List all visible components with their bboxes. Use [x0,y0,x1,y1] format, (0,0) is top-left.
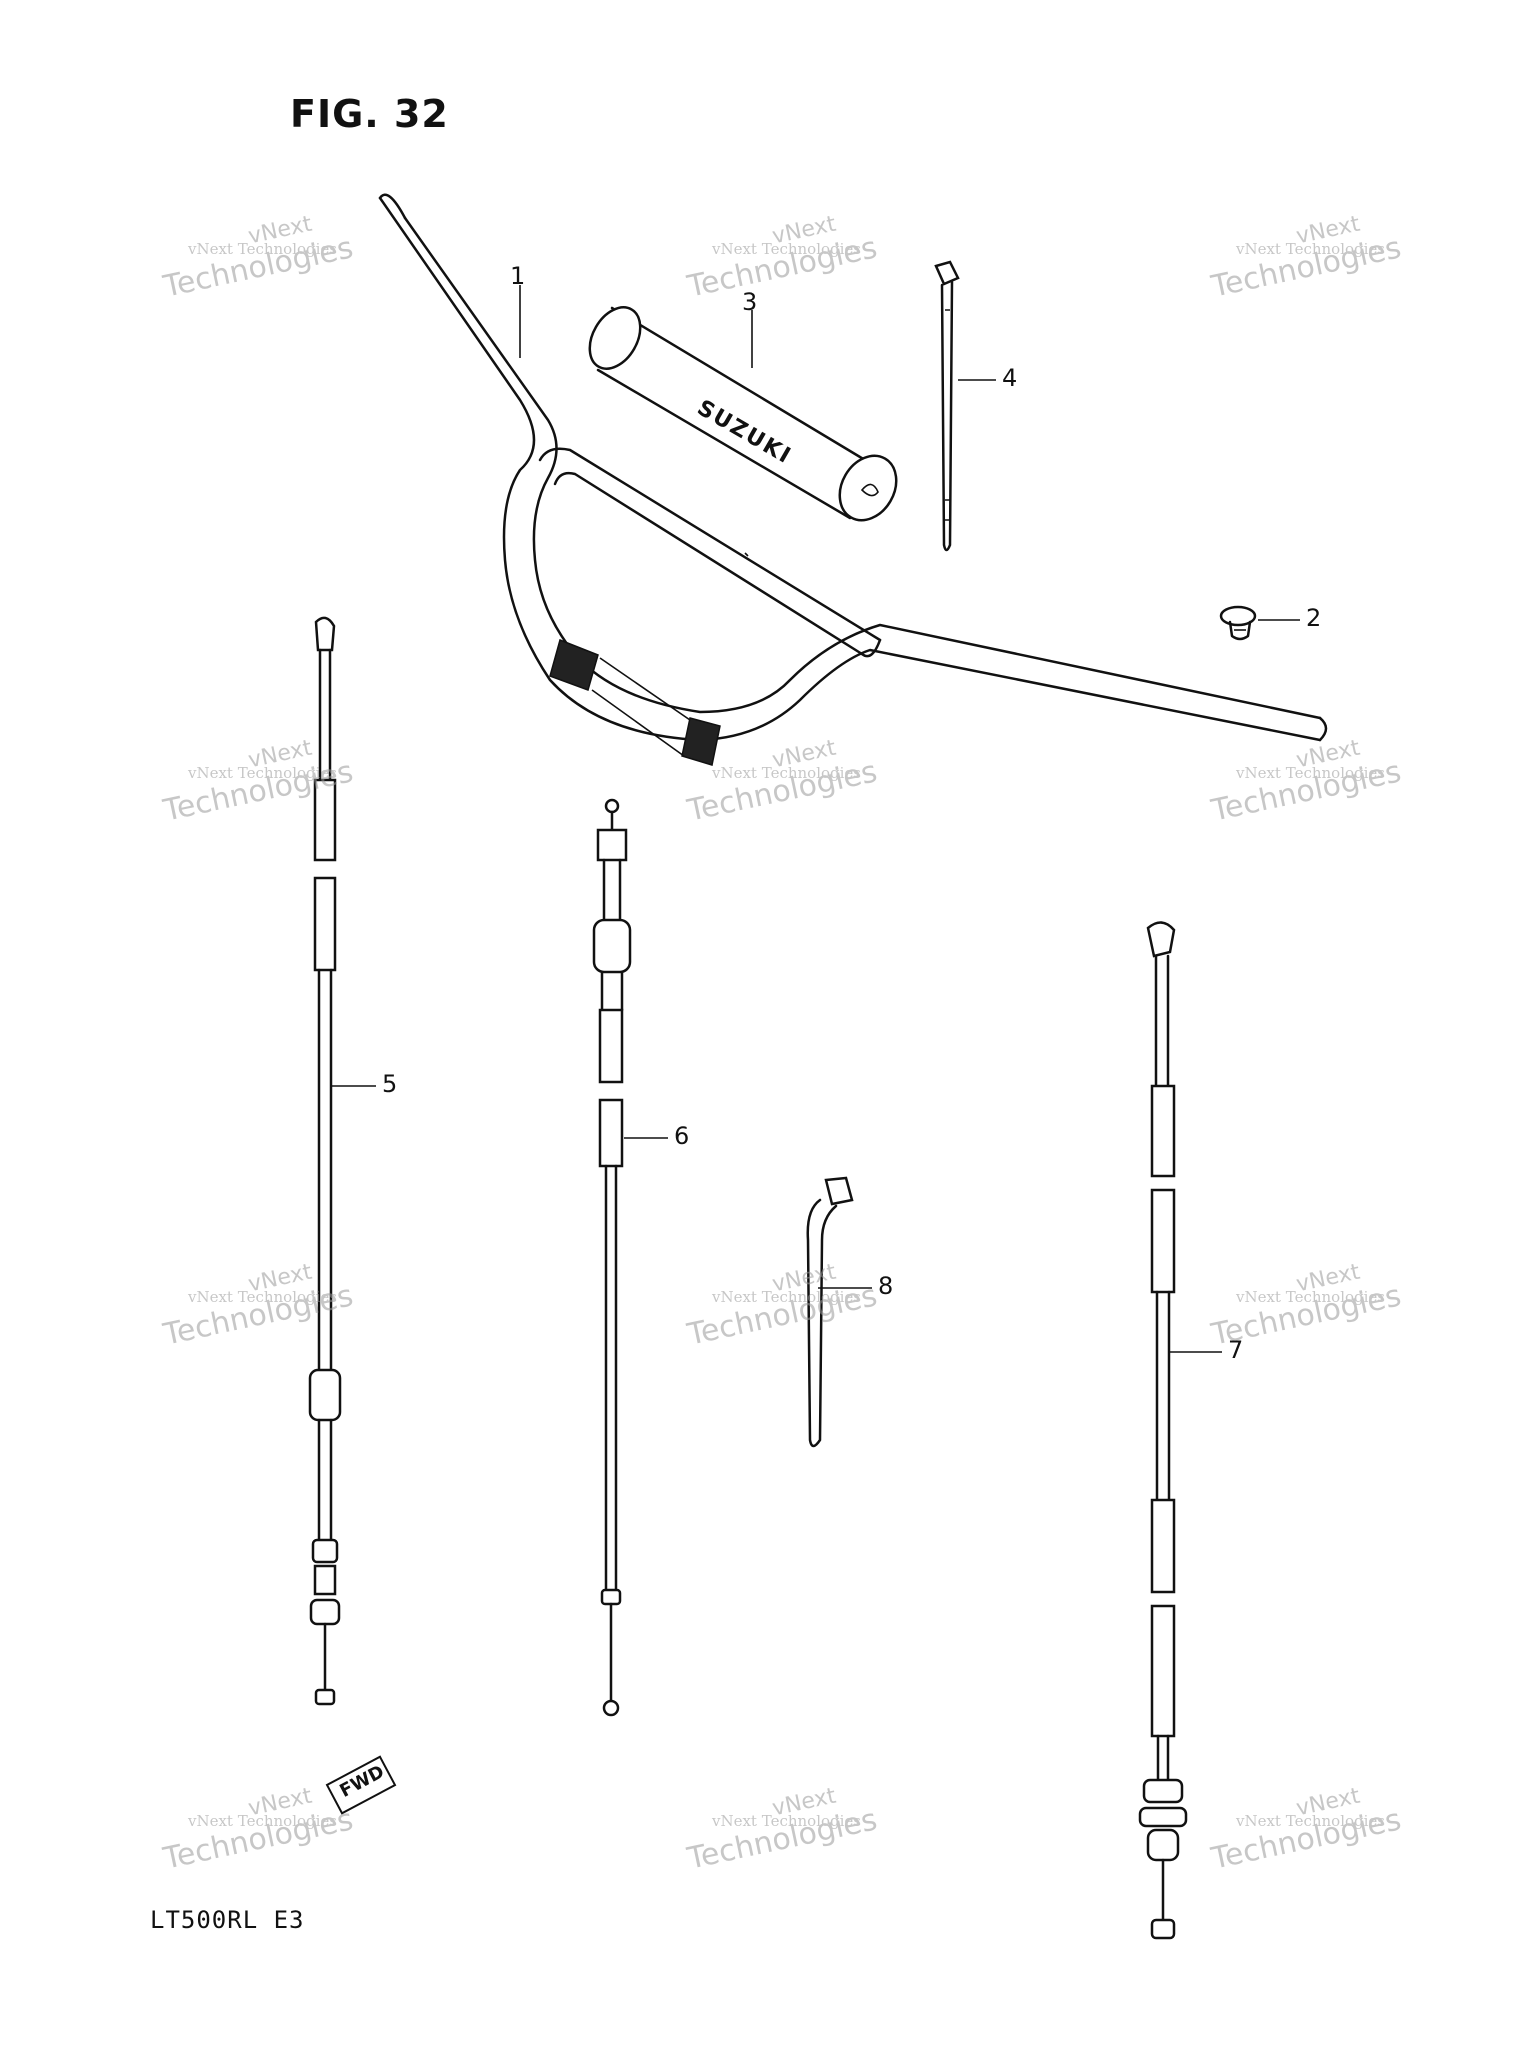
figure-title: FIG. 32 [290,92,449,136]
callout-5: 5 [382,1070,398,1098]
handlebar-drawing [378,193,1328,766]
cable-tie-middle-drawing [806,1176,854,1448]
callout-8: 8 [878,1272,894,1300]
cable-tie-top-drawing [934,260,960,552]
callout-4: 4 [1002,364,1018,392]
callout-6: 6 [674,1122,690,1150]
callout-3: 3 [742,288,758,316]
callout-7: 7 [1228,1336,1244,1364]
callout-2: 2 [1306,604,1322,632]
plug-cap-drawing [1219,605,1257,641]
cable-middle-drawing [592,798,632,1717]
cable-left-drawing [308,616,342,1706]
callout-leaders [332,285,1300,1353]
cable-right-drawing [1138,921,1188,1940]
model-code: LT500RL E3 [150,1906,305,1934]
callout-1: 1 [510,262,526,290]
handlebar-pad-drawing [588,306,898,522]
